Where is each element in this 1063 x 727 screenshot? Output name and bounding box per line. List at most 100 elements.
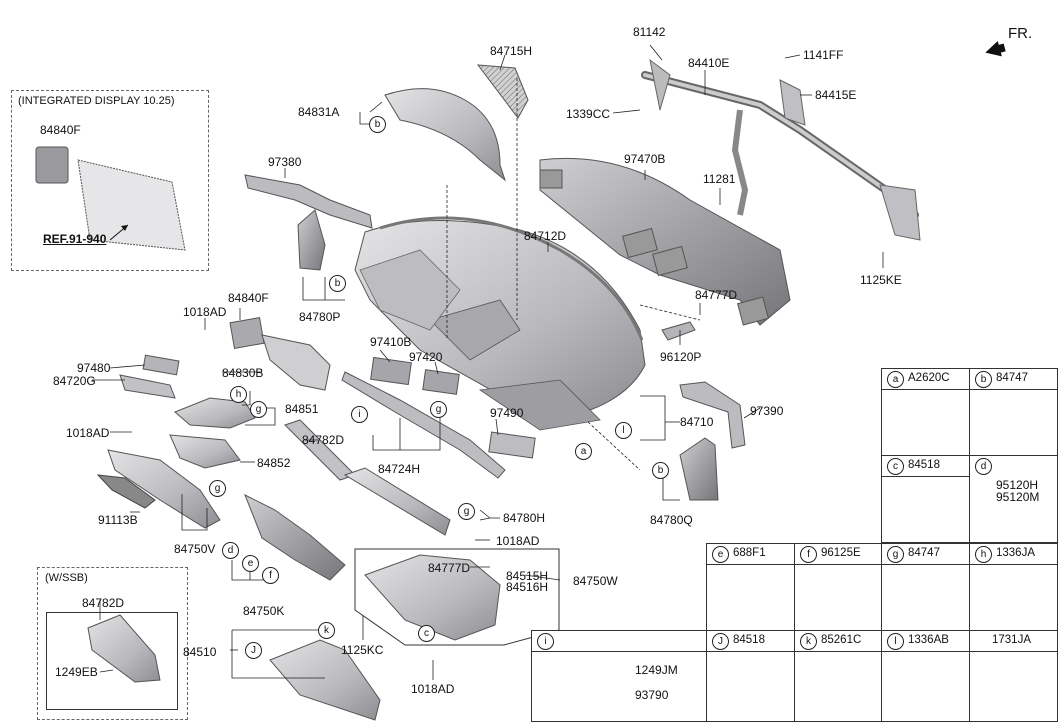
label-84852[interactable]: 84852: [257, 456, 291, 470]
panel-84851-part: [174, 397, 256, 429]
callout-l[interactable]: l: [615, 422, 632, 439]
callout-g-84750V[interactable]: g: [209, 480, 226, 497]
label-84750V[interactable]: 84750V: [174, 542, 216, 556]
callout-d[interactable]: d: [222, 542, 239, 559]
label-1018AD-d[interactable]: 1018AD: [411, 682, 455, 696]
label-81142[interactable]: 81142: [633, 25, 666, 39]
label-97490[interactable]: 97490: [490, 406, 524, 420]
front-direction-label: FR.: [1008, 25, 1033, 42]
legend-key-e: e: [712, 546, 729, 563]
label-11281[interactable]: 11281: [703, 172, 736, 186]
legend-key-h: h: [975, 546, 992, 563]
cover-84840F-part: [229, 317, 265, 349]
legend-code-1731JA: 1731JA: [992, 634, 1032, 646]
label-84720G[interactable]: 84720G: [53, 374, 96, 388]
label-84780P[interactable]: 84780P: [299, 310, 341, 324]
callout-e[interactable]: e: [242, 555, 259, 572]
integrated-display-title: (INTEGRATED DISPLAY 10.25): [18, 95, 175, 107]
label-97470B[interactable]: 97470B: [624, 152, 666, 166]
label-97420[interactable]: 97420: [409, 350, 443, 364]
legend-part-1249JM: 1249JM: [635, 663, 678, 677]
front-arrow-icon: [985, 40, 1006, 57]
panel-91113B-part: [96, 474, 156, 509]
callout-g-84780H[interactable]: g: [458, 503, 475, 520]
label-84410E[interactable]: 84410E: [688, 56, 730, 70]
callout-f[interactable]: f: [262, 567, 279, 584]
legend-code-h: 1336JA: [996, 547, 1036, 559]
label-84777D-bottom[interactable]: 84777D: [428, 561, 471, 575]
bracket-84780Q-part: [679, 437, 719, 501]
crash-pad-part: [354, 216, 646, 431]
legend-cell-1731JA[interactable]: 1731JA: [969, 630, 1058, 722]
callout-i-garnish[interactable]: i: [351, 406, 368, 423]
label-84724H[interactable]: 84724H: [378, 462, 421, 476]
callout-g-84851[interactable]: g: [250, 401, 267, 418]
callout-b-bracket[interactable]: b: [329, 275, 346, 292]
callout-b-cover[interactable]: b: [369, 116, 386, 133]
label-84415E[interactable]: 84415E: [815, 88, 857, 102]
label-84750W[interactable]: 84750W: [573, 574, 618, 588]
label-1018AD-a[interactable]: 1018AD: [183, 305, 227, 319]
inset-label-84840F: 84840F: [40, 123, 81, 137]
label-1125KE[interactable]: 1125KE: [860, 273, 902, 287]
label-84840F[interactable]: 84840F: [228, 291, 269, 305]
panel-84852-part: [169, 434, 241, 469]
label-84777D-top[interactable]: 84777D: [695, 288, 738, 302]
label-84712D[interactable]: 84712D: [524, 229, 567, 243]
label-84515H[interactable]: 84515H: [506, 569, 549, 583]
callout-k[interactable]: k: [318, 622, 335, 639]
label-96120P[interactable]: 96120P: [660, 350, 702, 364]
ref-91-940-link[interactable]: REF.91-940: [43, 232, 107, 246]
label-1018AD-c[interactable]: 1018AD: [496, 534, 540, 548]
legend-code-d2: 95120M: [996, 490, 1040, 504]
label-1018AD-b[interactable]: 1018AD: [66, 426, 110, 440]
callout-c[interactable]: c: [418, 625, 435, 642]
legend-key-g: g: [887, 546, 904, 563]
callout-b-84780Q[interactable]: b: [652, 462, 669, 479]
label-1125KC[interactable]: 1125KC: [341, 643, 384, 657]
ssb-inner-box: [46, 612, 178, 710]
label-97380[interactable]: 97380: [268, 155, 302, 169]
label-84830B[interactable]: 84830B: [222, 366, 264, 380]
label-84715H[interactable]: 84715H: [490, 44, 533, 58]
label-84831A[interactable]: 84831A: [298, 105, 340, 119]
label-84851[interactable]: 84851: [285, 402, 319, 416]
label-84782D[interactable]: 84782D: [302, 433, 345, 447]
panel-84750V-part: [107, 449, 221, 529]
callout-a[interactable]: a: [575, 443, 592, 460]
legend-code-f: 96125E: [821, 547, 861, 559]
label-84750K[interactable]: 84750K: [243, 604, 285, 618]
callout-g-garnish[interactable]: g: [430, 401, 447, 418]
legend-cell-i[interactable]: i 1249JM 93790: [531, 630, 707, 722]
callout-j[interactable]: J: [245, 642, 262, 659]
label-97480[interactable]: 97480: [77, 361, 111, 375]
panel-84782D-part: [284, 419, 356, 481]
legend-code-b: 84747: [996, 372, 1028, 384]
ref-leader-arrowhead-icon: [121, 225, 128, 231]
label-84780Q[interactable]: 84780Q: [650, 513, 693, 527]
label-84510[interactable]: 84510: [183, 645, 217, 659]
label-97410B[interactable]: 97410B: [370, 335, 412, 349]
glovebox-group-outline: [354, 548, 560, 646]
label-97390[interactable]: 97390: [750, 404, 784, 418]
label-1339CC[interactable]: 1339CC: [566, 107, 611, 121]
label-91113B[interactable]: 91113B: [98, 513, 138, 527]
legend-cell-h[interactable]: h 1336JA: [969, 543, 1058, 631]
label-84516H[interactable]: 84516H: [506, 580, 549, 594]
callout-h[interactable]: h: [230, 386, 247, 403]
legend-cell-d[interactable]: d 95120H 95120M: [969, 455, 1058, 543]
label-84780H[interactable]: 84780H: [503, 511, 546, 525]
inset-cover-84840F-part: [35, 146, 69, 184]
label-1141FF[interactable]: 1141FF: [803, 48, 844, 62]
label-84710[interactable]: 84710: [680, 415, 714, 429]
legend-key-a: a: [887, 371, 904, 388]
